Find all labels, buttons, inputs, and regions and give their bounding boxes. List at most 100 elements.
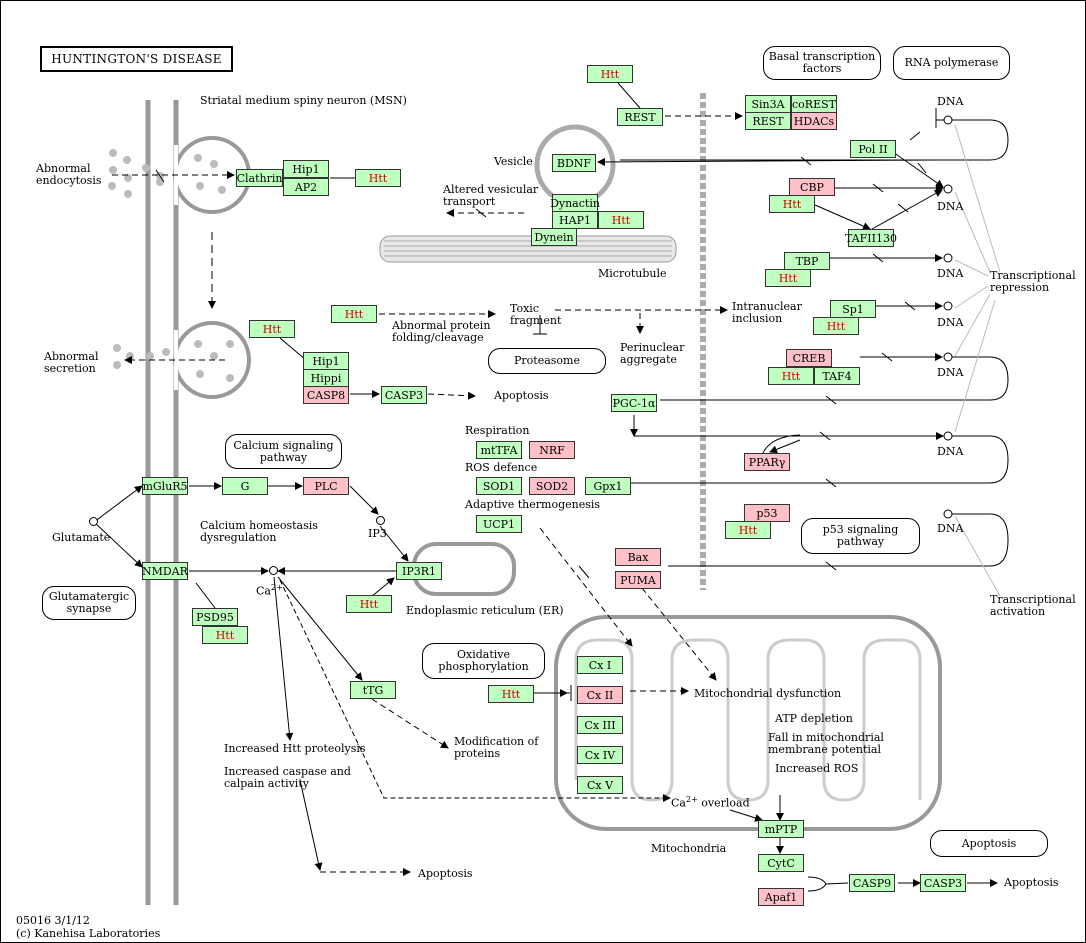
gene-clathrin[interactable]: Clathrin	[236, 169, 283, 187]
gene-htt-ip3r1[interactable]: Htt	[346, 595, 392, 613]
gene-nrf[interactable]: NRF	[529, 441, 575, 459]
gene-dynactin[interactable]: Dynactin	[550, 194, 600, 212]
label-dna-7: DNA	[937, 522, 964, 535]
gene-htt-p53[interactable]: Htt	[725, 521, 771, 539]
gene-hippi[interactable]: Hippi	[303, 369, 349, 387]
pathway-oxidative-phosphorylation[interactable]: Oxidative phosphorylation	[422, 643, 545, 679]
label-altered-vesicular-transport: Altered vesicular transport	[443, 183, 539, 208]
gene-sod1[interactable]: SOD1	[476, 477, 522, 495]
label-vesicle: Vesicle	[494, 155, 533, 168]
gene-gpx1[interactable]: Gpx1	[585, 477, 631, 495]
label-ca: Ca2+	[256, 583, 283, 598]
gene-tbp[interactable]: TBP	[784, 252, 830, 270]
gene-htt-tbp[interactable]: Htt	[765, 269, 811, 287]
label-calcium-homeostasis: Calcium homeostasis dysregulation	[200, 519, 318, 544]
gene-cytc[interactable]: CytC	[758, 854, 804, 872]
gene-rest[interactable]: REST	[617, 108, 663, 126]
gene-htt-complex-ii[interactable]: Htt	[488, 685, 534, 703]
gene-complex-iii[interactable]: Cx III	[577, 716, 623, 734]
gene-cbp[interactable]: CBP	[789, 178, 835, 196]
gene-sod2[interactable]: SOD2	[529, 477, 575, 495]
label-ip3: IP3	[368, 527, 387, 540]
label-er: Endoplasmic reticulum (ER)	[406, 604, 564, 617]
compound-calcium[interactable]	[269, 566, 278, 575]
pathway-apoptosis[interactable]: Apoptosis	[930, 830, 1048, 857]
gene-bax[interactable]: Bax	[615, 548, 661, 566]
label-apoptosis-bottom: Apoptosis	[418, 867, 473, 880]
gene-complex-iv[interactable]: Cx IV	[577, 746, 623, 764]
gene-psd95[interactable]: PSD95	[192, 608, 238, 626]
label-glutamate: Glutamate	[52, 531, 111, 544]
gene-pgc1a[interactable]: PGC-1α	[611, 394, 657, 412]
label-abnormal-endocytosis: Abnormal endocytosis	[36, 162, 102, 187]
gene-htt-creb[interactable]: Htt	[768, 367, 814, 385]
gene-p53[interactable]: p53	[744, 504, 790, 522]
gene-gq[interactable]: G	[222, 477, 268, 495]
label-dna-4: DNA	[937, 316, 964, 329]
gene-rest-complex[interactable]: REST	[745, 112, 791, 130]
gene-hap1[interactable]: HAP1	[552, 211, 598, 229]
pathway-proteasome[interactable]: Proteasome	[488, 348, 606, 374]
pathway-basal-transcription-factors[interactable]: Basal transcription factors	[763, 46, 881, 80]
label-toxic-fragment: Toxic fragment	[510, 302, 562, 327]
gene-apaf1[interactable]: Apaf1	[758, 888, 804, 906]
label-transcriptional-activation: Transcriptional activation	[990, 593, 1076, 618]
label-increased-htt-proteolysis: Increased Htt proteolysis	[224, 742, 366, 755]
gene-htt-secretion[interactable]: Htt	[249, 320, 295, 338]
gene-hip1-apoptosis[interactable]: Hip1	[303, 352, 349, 370]
gene-casp9[interactable]: CASP9	[849, 874, 895, 892]
gene-htt-cbp[interactable]: Htt	[769, 195, 815, 213]
gene-casp8[interactable]: CASP8	[303, 386, 349, 404]
label-intranuclear-inclusion: Intranuclear inclusion	[732, 300, 802, 325]
label-dna-6: DNA	[937, 445, 964, 458]
gene-ap2[interactable]: AP2	[283, 178, 329, 196]
gene-nmdar[interactable]: NMDAR	[142, 562, 188, 580]
gene-complex-i[interactable]: Cx I	[577, 656, 623, 674]
compound-ip3[interactable]	[376, 516, 385, 525]
gene-hdacs[interactable]: HDACs	[791, 112, 837, 130]
label-perinuclear-aggregate: Perinuclear aggregate	[620, 341, 685, 366]
gene-bdnf[interactable]: BDNF	[552, 154, 596, 172]
gene-htt-rest[interactable]: Htt	[587, 65, 633, 83]
gene-creb[interactable]: CREB	[786, 349, 832, 367]
gene-sin3a[interactable]: Sin3A	[745, 95, 791, 113]
pathway-calcium-signaling[interactable]: Calcium signaling pathway	[225, 434, 342, 469]
gene-taf4[interactable]: TAF4	[814, 367, 860, 385]
pathway-p53-signaling[interactable]: p53 signaling pathway	[801, 518, 920, 554]
gene-pol-ii[interactable]: Pol II	[850, 140, 896, 158]
gene-mptp[interactable]: mPTP	[758, 820, 804, 838]
gene-ppar-gamma[interactable]: PPARγ	[744, 453, 790, 471]
gene-htt-endocytosis[interactable]: Htt	[355, 169, 401, 187]
gene-mttfa[interactable]: mtTFA	[476, 441, 522, 459]
label-abnormal-folding: Abnormal protein folding/cleavage	[392, 319, 491, 344]
gene-complex-ii[interactable]: Cx II	[577, 686, 623, 704]
gene-htt-psd95[interactable]: Htt	[202, 626, 248, 644]
gene-casp3[interactable]: CASP3	[381, 386, 427, 404]
label-fall-membrane-potential: Fall in mitochondrial membrane potential	[768, 731, 884, 756]
gene-ttg[interactable]: tTG	[350, 681, 396, 699]
gene-complex-v[interactable]: Cx V	[577, 776, 623, 794]
gene-corest[interactable]: coREST	[791, 95, 837, 113]
gene-sp1[interactable]: Sp1	[830, 300, 876, 318]
gene-htt-hap1[interactable]: Htt	[598, 211, 644, 229]
gene-htt-toxic[interactable]: Htt	[331, 305, 377, 323]
gene-ucp1[interactable]: UCP1	[476, 515, 522, 533]
pathway-glutamatergic-synapse[interactable]: Glutamatergic synapse	[42, 586, 136, 620]
gene-ip3r1[interactable]: IP3R1	[396, 562, 442, 580]
gene-mglur5[interactable]: mGluR5	[142, 477, 188, 495]
label-apoptosis-right: Apoptosis	[1004, 876, 1059, 889]
gene-dynein[interactable]: Dynein	[531, 228, 577, 246]
label-respiration: Respiration	[465, 424, 530, 437]
gene-hip1[interactable]: Hip1	[283, 160, 329, 178]
gene-htt-sp1[interactable]: Htt	[813, 317, 859, 335]
page-title: HUNTINGTON'S DISEASE	[40, 46, 233, 72]
gene-plc[interactable]: PLC	[303, 477, 349, 495]
label-atp-depletion: ATP depletion	[775, 712, 853, 725]
label-adaptive-thermogenesis: Adaptive thermogenesis	[465, 498, 601, 511]
gene-puma[interactable]: PUMA	[615, 571, 661, 589]
pathway-rna-polymerase[interactable]: RNA polymerase	[893, 46, 1010, 80]
gene-casp3-mito[interactable]: CASP3	[920, 874, 966, 892]
gene-tafii130[interactable]: TAFII130	[845, 229, 897, 247]
compound-glutamate[interactable]	[89, 517, 98, 526]
